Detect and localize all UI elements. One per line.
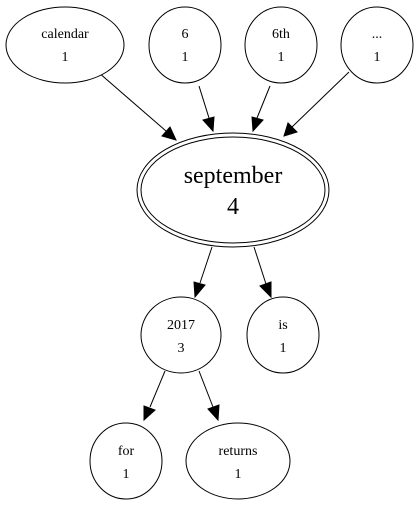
node-word: for [118,444,135,459]
node-count: 4 [227,194,239,220]
node-count: 1 [374,50,381,65]
node-2017: 2017 3 [140,296,222,374]
edge-6th-september [251,85,271,133]
node-word: 6 [182,27,189,42]
node-word: ... [372,27,383,42]
edge-2017-for [143,370,166,422]
edge-ellipsis-september [283,71,350,137]
node-september: september 4 [136,132,330,248]
node-count: 1 [123,467,130,482]
node-returns: returns 1 [185,422,291,500]
edge-september-is [253,246,272,299]
node-count: 3 [178,341,185,356]
node-is: is 1 [246,296,320,374]
node-word: 6th [272,27,290,42]
edge-september-2017 [193,246,213,299]
node-word: calendar [41,27,89,42]
node-word: september [184,163,283,189]
node-count: 1 [280,341,287,356]
node-count: 1 [235,467,242,482]
edge-calendar-september [97,71,177,141]
node-count: 1 [182,50,189,65]
node-word: 2017 [167,318,195,333]
node-for: for 1 [89,422,163,500]
edge-6-september [198,85,215,133]
node-6: 6 1 [148,6,222,84]
node-count: 1 [278,50,285,65]
node-word: is [278,318,287,333]
node-calendar: calendar 1 [5,6,125,84]
node-word: returns [219,444,258,459]
node-count: 1 [62,50,69,65]
node-6th: 6th 1 [244,6,318,84]
node-ellipsis: ... 1 [340,6,414,84]
edge-2017-returns [198,370,220,422]
edges [97,71,350,422]
